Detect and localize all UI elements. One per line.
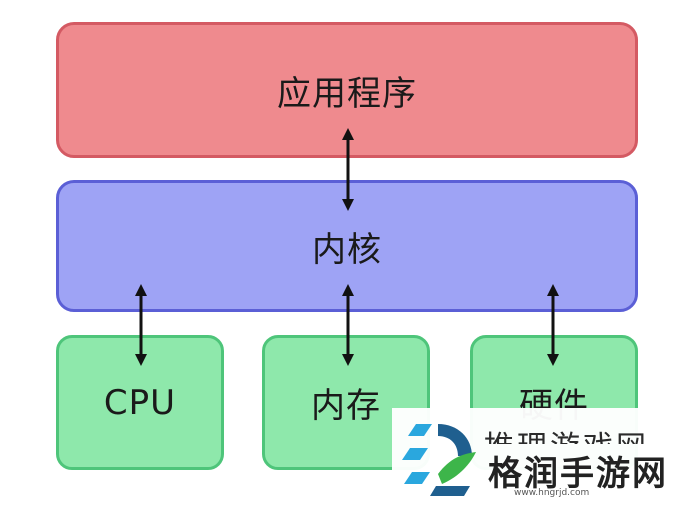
watermark-url: www.hngrjd.com [514,488,590,498]
application-layer-label: 应用程序 [277,73,417,114]
cpu-label: CPU [103,382,177,423]
site-watermark: 推理游戏网 格润手游网 www.hngrjd.com [392,408,700,505]
site-logo-icon [402,424,476,496]
cpu-box: CPU [56,335,224,470]
watermark-partial-line: 推理游戏网 [484,422,649,444]
kernel-layer-label: 内核 [312,229,382,270]
memory-label: 内存 [311,386,381,426]
watermark-site-name: 格润手游网 [488,454,668,494]
